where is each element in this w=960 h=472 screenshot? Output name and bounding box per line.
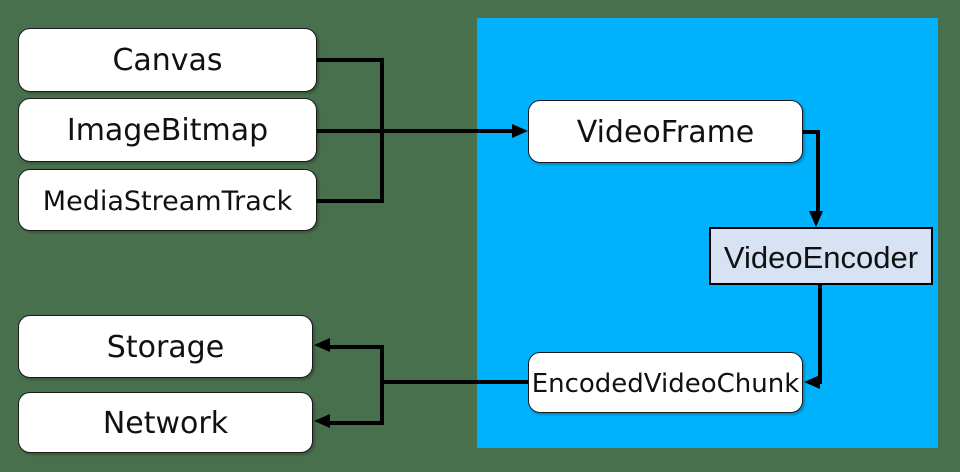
node-mediastreamtrack-label: MediaStreamTrack — [42, 185, 293, 217]
edge-to-storage-line — [330, 345, 382, 349]
node-videoframe: VideoFrame — [528, 100, 803, 163]
node-network-label: Network — [102, 405, 229, 441]
node-videoencoder-label: VideoEncoder — [723, 239, 919, 275]
node-encodedvideochunk: EncodedVideoChunk — [528, 352, 803, 413]
edge-to-network-line — [330, 421, 382, 425]
edge-videoframe-down-line — [816, 130, 820, 212]
arrowhead-into-storage — [314, 338, 330, 352]
node-network: Network — [18, 392, 313, 453]
edge-encodedvideochunk-out-line — [380, 380, 528, 384]
edge-to-videoframe-line — [317, 129, 515, 133]
arrowhead-into-encodedvideochunk — [804, 375, 820, 389]
arrowhead-into-videoencoder — [809, 211, 823, 227]
edge-canvas-out-line — [317, 58, 384, 62]
node-storage: Storage — [18, 315, 313, 378]
edge-videoframe-out-line — [803, 130, 820, 134]
node-imagebitmap: ImageBitmap — [18, 98, 317, 162]
node-mediastreamtrack: MediaStreamTrack — [18, 169, 317, 231]
node-canvas: Canvas — [18, 28, 317, 92]
edge-videoencoder-down-line — [818, 285, 822, 384]
edge-mediastreamtrack-out-line — [317, 199, 384, 203]
node-videoencoder: VideoEncoder — [709, 227, 933, 285]
arrowhead-into-network — [314, 414, 330, 428]
node-storage-label: Storage — [106, 329, 225, 365]
node-videoframe-label: VideoFrame — [576, 114, 755, 150]
node-encodedvideochunk-label: EncodedVideoChunk — [531, 368, 800, 399]
node-imagebitmap-label: ImageBitmap — [66, 113, 269, 148]
arrowhead-into-videoframe — [512, 124, 528, 138]
edge-sinks-junction-line — [380, 345, 384, 425]
node-canvas-label: Canvas — [112, 43, 223, 78]
